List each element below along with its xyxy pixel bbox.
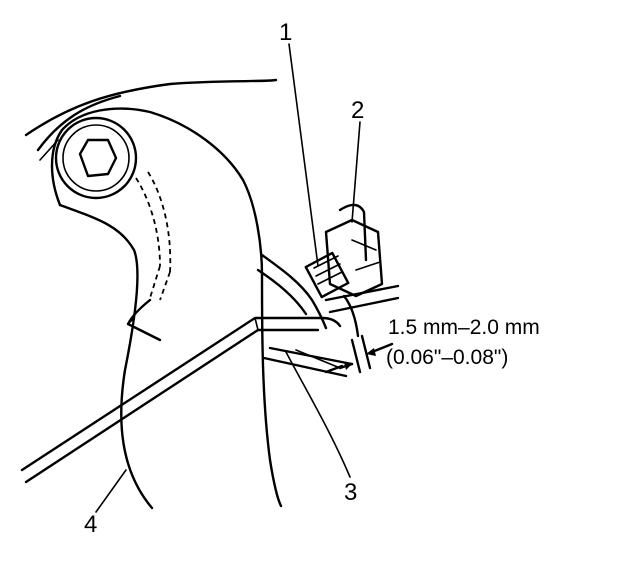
adjuster-assembly	[256, 203, 400, 338]
callout-1: 1	[279, 19, 292, 46]
callout-3: 3	[344, 479, 357, 506]
leader-lines	[95, 43, 361, 513]
callout-4: 4	[84, 511, 97, 538]
cable-hook	[126, 298, 162, 342]
hex-bolt	[54, 116, 138, 200]
dimension-imperial: (0.06"–0.08")	[386, 346, 508, 369]
dimension-metric: 1.5 mm–2.0 mm	[388, 316, 540, 339]
cable-housing	[262, 346, 354, 378]
gap-dimension-arrows	[324, 334, 394, 374]
callout-2: 2	[351, 97, 364, 124]
housing-outline	[24, 78, 278, 161]
hidden-slot	[135, 171, 172, 301]
cable-rod	[20, 316, 342, 484]
